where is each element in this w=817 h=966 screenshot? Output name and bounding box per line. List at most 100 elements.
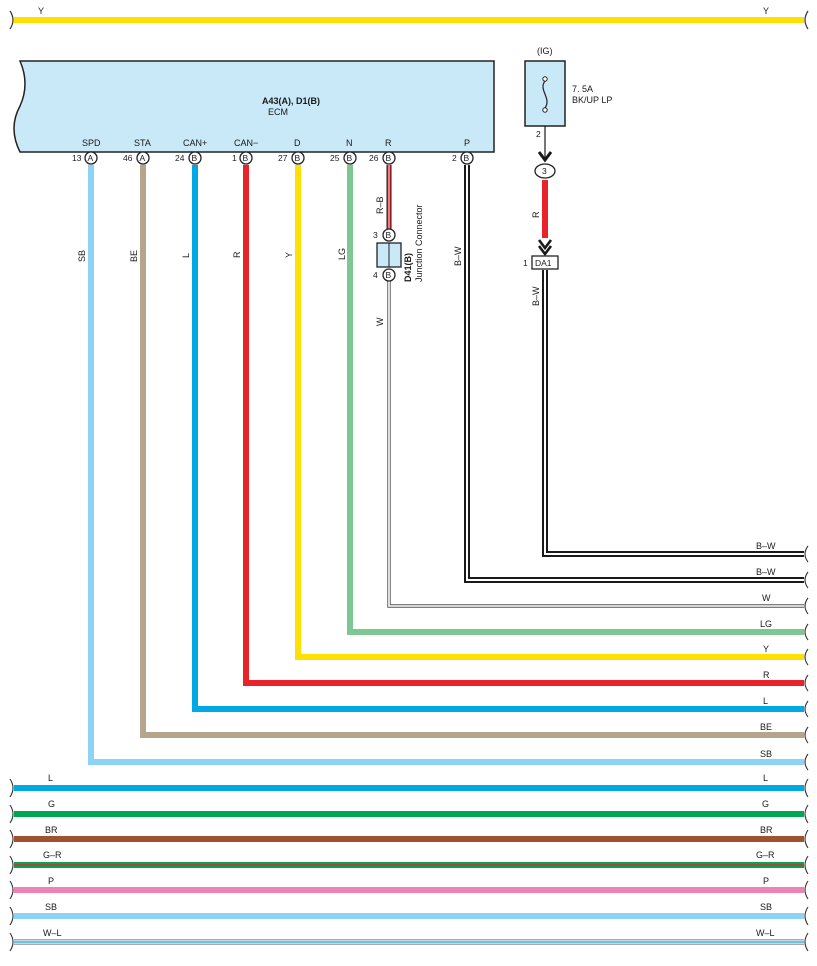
wire-r (243, 165, 804, 686)
pin-markers: A 13 A 46 B 24 B 1 B 27 B 25 (72, 151, 474, 165)
diagram-label: 13 (72, 153, 82, 163)
vertical-wire-labels: SB BE L R Y LG R–B W B–W R B–W (77, 196, 541, 326)
diagram-label: A (88, 153, 94, 163)
right-wire-labels: B–W B–W W LG Y R L BE SB (756, 541, 776, 759)
diagram-label: L (48, 773, 53, 783)
junction-connector: B 3 B 4 D41(B) Junction Connector (373, 204, 424, 282)
diagram-label: SB (45, 902, 57, 912)
wire-y (295, 165, 804, 660)
wire-label-lg: LG (337, 248, 347, 260)
wire-label-rb: R–B (375, 196, 385, 214)
diagram-label: BR (45, 825, 58, 835)
diagram-label: B (192, 153, 198, 163)
diagram-label: B (243, 153, 249, 163)
diagram-label: SB (760, 902, 772, 912)
pin-marker-d: B 27 (278, 151, 305, 165)
right-label-bw-1: B–W (756, 541, 776, 551)
diagram-label: BR (760, 825, 773, 835)
wire-w (387, 281, 804, 608)
bus-p: P P (14, 876, 804, 893)
right-label-bw-2: B–W (756, 567, 776, 577)
wires (88, 165, 809, 771)
diagram-label: 4 (373, 270, 378, 280)
bus-l: L L (14, 773, 804, 791)
pin-marker-canm: B 1 (232, 151, 253, 165)
diagram-label: P (48, 876, 54, 886)
pin-name-canm: CAN− (234, 138, 258, 148)
diagram-label: G–R (756, 850, 775, 860)
right-label-y: Y (763, 644, 769, 654)
bus-br: BR BR (14, 825, 804, 842)
top-bus: Y Y (9, 6, 809, 30)
ecm-name: ECM (268, 107, 288, 117)
diagram-label: G (48, 799, 55, 809)
junction-name: Junction Connector (414, 204, 424, 282)
pin-name-spd: SPD (82, 138, 101, 148)
right-label-w: W (762, 593, 771, 603)
wire-label-sb: SB (77, 250, 87, 262)
pin-marker-r: B 26 (369, 151, 396, 165)
bus-g: G G (14, 799, 804, 817)
fuse-junction-pin: 3 (542, 166, 547, 176)
diagram-label: W–L (756, 928, 775, 938)
wire-l (192, 165, 804, 712)
pin-marker-n: B 25 (330, 151, 357, 165)
fuse: (IG) 7. 5A BK/UP LP 2 3 (524, 46, 612, 179)
bus-sb: SB SB (14, 902, 804, 919)
diagram-label: 46 (123, 153, 133, 163)
wire-label-bw-da1: B–W (531, 286, 541, 306)
wire-label-w: W (375, 317, 385, 326)
ecm-connector-title: A43(A), D1(B) (262, 96, 320, 106)
top-bus-label-left: Y (38, 6, 44, 16)
diagram-label: 25 (330, 153, 340, 163)
diagram-label: B (347, 153, 353, 163)
diagram-label: 24 (175, 153, 185, 163)
diagram-label: 2 (536, 129, 541, 139)
diagram-label: B (464, 153, 470, 163)
right-label-r: R (763, 670, 770, 680)
wire-sb (88, 165, 804, 765)
wire-label-y: Y (284, 252, 294, 258)
bus-w-l: W–L W–L (14, 928, 804, 945)
wire-label-be: BE (129, 250, 139, 262)
wire-bw-p (464, 165, 804, 583)
pin-name-sta: STA (134, 138, 151, 148)
diagram-label: B (386, 230, 392, 240)
right-label-l: L (763, 696, 768, 706)
diagram-label: 1 (232, 153, 237, 163)
diagram-label: G (762, 799, 769, 809)
wire-bw-da1 (542, 270, 804, 557)
wire-lg (347, 165, 804, 635)
fuse-name: BK/UP LP (572, 95, 612, 105)
da1-label: DA1 (535, 258, 552, 268)
ecm-box: A43(A), D1(B) ECM SPD STA CAN+ CAN− D N … (13, 60, 495, 153)
pin-name-canp: CAN+ (183, 138, 207, 148)
fuse-rating: 7. 5A (572, 84, 593, 94)
pin-name-d: D (294, 138, 301, 148)
diagram-label: B (386, 270, 392, 280)
fuse-circuit-label: (IG) (537, 46, 553, 56)
diagram-label: 26 (369, 153, 379, 163)
bottom-buses: L L G G BR BR G–R G–R P P (9, 773, 809, 952)
diagram-label: B (386, 153, 392, 163)
wire-be (140, 165, 804, 738)
pin-name-n: N (346, 138, 353, 148)
diagram-label: G–R (43, 850, 62, 860)
pin-name-p: P (464, 138, 470, 148)
wire-label-r: R (232, 251, 242, 258)
right-label-be: BE (760, 722, 772, 732)
diagram-label: A (140, 153, 146, 163)
wire-label-r-fuse: R (531, 211, 541, 218)
diagram-label: 3 (373, 230, 378, 240)
pin-marker-canp: B 24 (175, 151, 202, 165)
pin-marker-sta: A 46 (123, 151, 150, 165)
pin-marker-spd: A 13 (72, 151, 98, 165)
diagram-label: 2 (452, 153, 457, 163)
top-bus-label-right: Y (763, 6, 769, 16)
bus-g-r: G–R G–R (14, 850, 804, 868)
diagram-label: P (763, 876, 769, 886)
right-label-sb: SB (760, 749, 772, 759)
wire-label-l: L (181, 253, 191, 258)
pin-name-r: R (385, 138, 392, 148)
